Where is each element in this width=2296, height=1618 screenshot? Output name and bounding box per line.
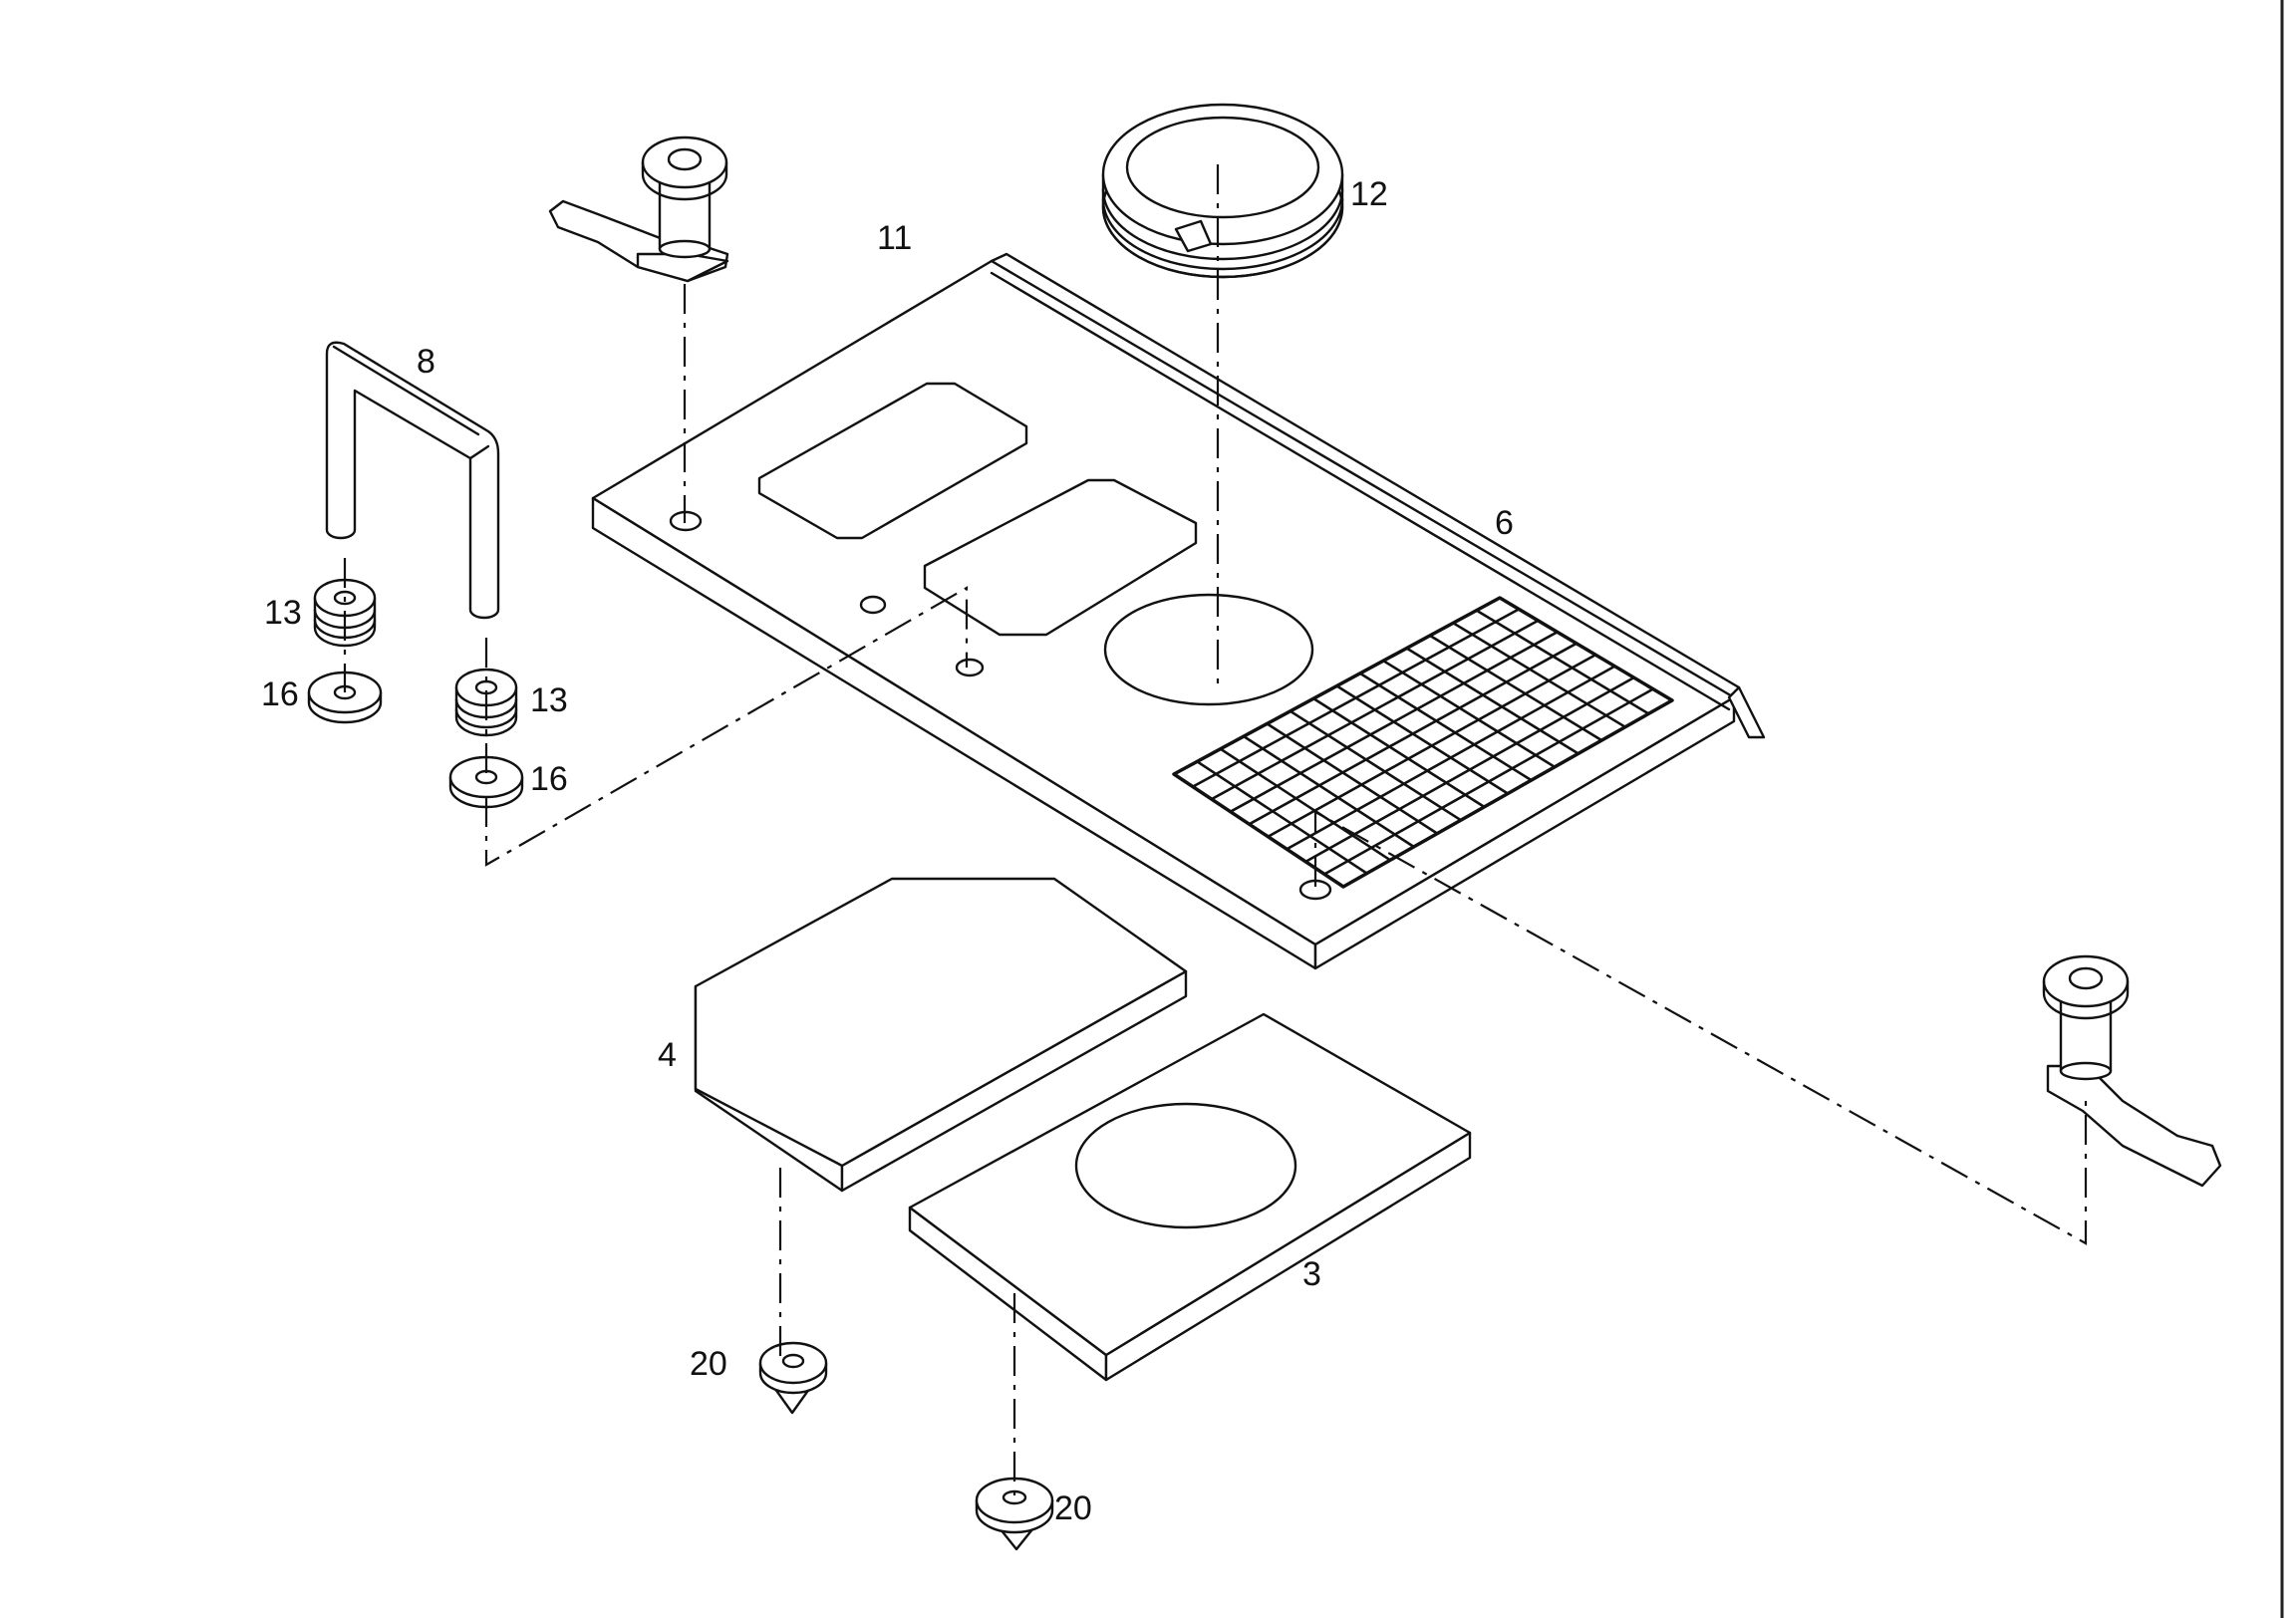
callout-8: 8 xyxy=(417,343,435,381)
cutout-part-11 xyxy=(757,382,1028,540)
callout-12: 12 xyxy=(1350,175,1388,213)
plate-part-3 xyxy=(908,1012,1472,1382)
callout-16-left: 16 xyxy=(261,675,299,713)
mesh-grid xyxy=(1172,596,1674,889)
cutout-lower xyxy=(923,478,1198,637)
callout-6: 6 xyxy=(1495,504,1514,542)
callout-13-right: 13 xyxy=(530,681,568,719)
foot-part-20-right xyxy=(975,1477,1054,1551)
callout-3: 3 xyxy=(1302,1255,1321,1293)
latch-bottom-right xyxy=(2042,954,2222,1188)
round-hole xyxy=(1103,593,1314,706)
callout-4: 4 xyxy=(658,1036,677,1074)
callout-13-left: 13 xyxy=(264,594,302,632)
foot-part-20-left xyxy=(758,1341,828,1415)
pad-part-4 xyxy=(694,877,1188,1193)
callout-16-right: 16 xyxy=(530,760,568,798)
plate-hole-mid xyxy=(955,658,985,677)
callouts: 11 12 8 6 13 16 13 16 4 3 20 20 xyxy=(261,175,1514,1527)
latch-top-left xyxy=(548,135,729,283)
u-handle-part-8 xyxy=(325,341,500,620)
hinge-strip xyxy=(990,252,1766,739)
callout-20-left: 20 xyxy=(690,1345,727,1383)
plate-part-3-hole xyxy=(1074,1102,1297,1229)
plate-hole-small xyxy=(859,595,887,615)
alignment-lines xyxy=(343,164,2088,1498)
base-plate-part-6 xyxy=(591,252,1766,970)
ring-part-12 xyxy=(1101,103,1344,279)
callout-20-right: 20 xyxy=(1054,1489,1092,1527)
callout-11: 11 xyxy=(877,219,912,257)
